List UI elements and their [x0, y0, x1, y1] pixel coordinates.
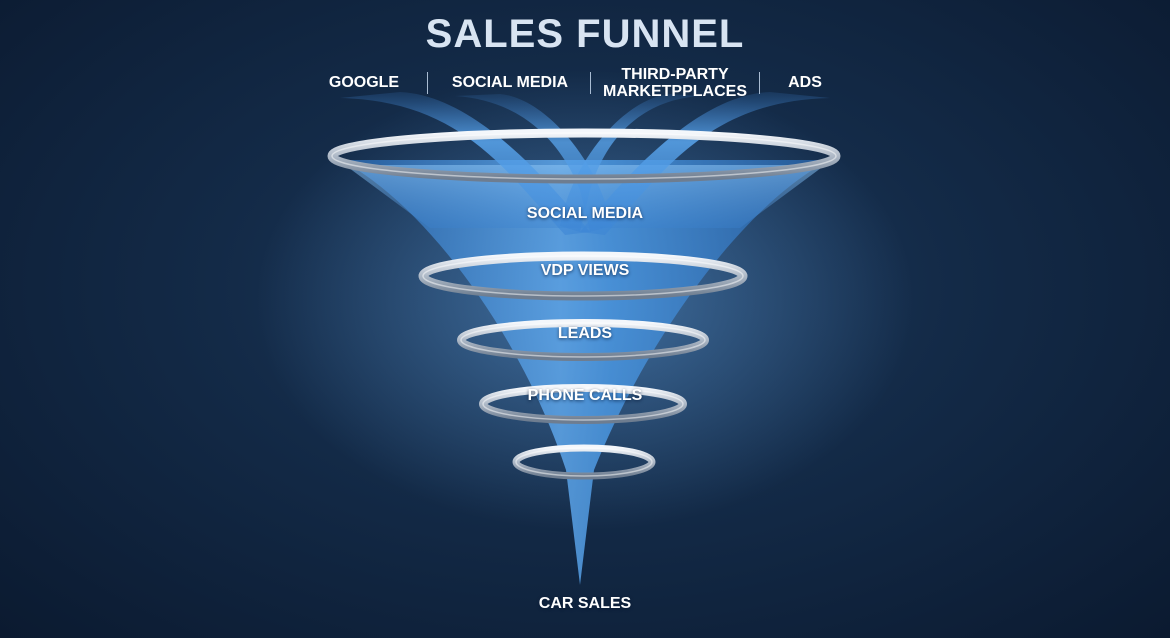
stage-social-media: SOCIAL MEDIA	[526, 205, 644, 222]
ring-leads	[457, 319, 709, 361]
ring-bottom	[512, 444, 656, 480]
source-ads: ADS	[788, 74, 822, 91]
stage-leads: LEADS	[557, 325, 613, 342]
source-google: GOOGLE	[328, 74, 400, 91]
ring-vdp-views	[418, 251, 748, 301]
stage-vdp-views: VDP VIEWS	[540, 262, 630, 279]
source-separator	[427, 72, 428, 94]
source-line-2: MARKETPPLACES	[602, 83, 747, 100]
source-social-media: SOCIAL MEDIA	[451, 74, 569, 91]
ribbon-third-party	[560, 94, 700, 232]
ring-top	[327, 128, 841, 184]
ribbon-ads	[580, 92, 830, 235]
source-separator	[759, 72, 760, 94]
source-line-1: THIRD-PARTY	[621, 66, 729, 83]
ring-phone-calls	[479, 384, 687, 424]
source-separator	[590, 72, 591, 94]
stage-car-sales: CAR SALES	[538, 595, 632, 612]
stage-phone-calls: PHONE CALLS	[527, 387, 643, 404]
source-third-party-marketplaces: THIRD-PARTY MARKETPPLACES	[600, 66, 750, 100]
diagram-title: SALES FUNNEL	[425, 12, 745, 56]
